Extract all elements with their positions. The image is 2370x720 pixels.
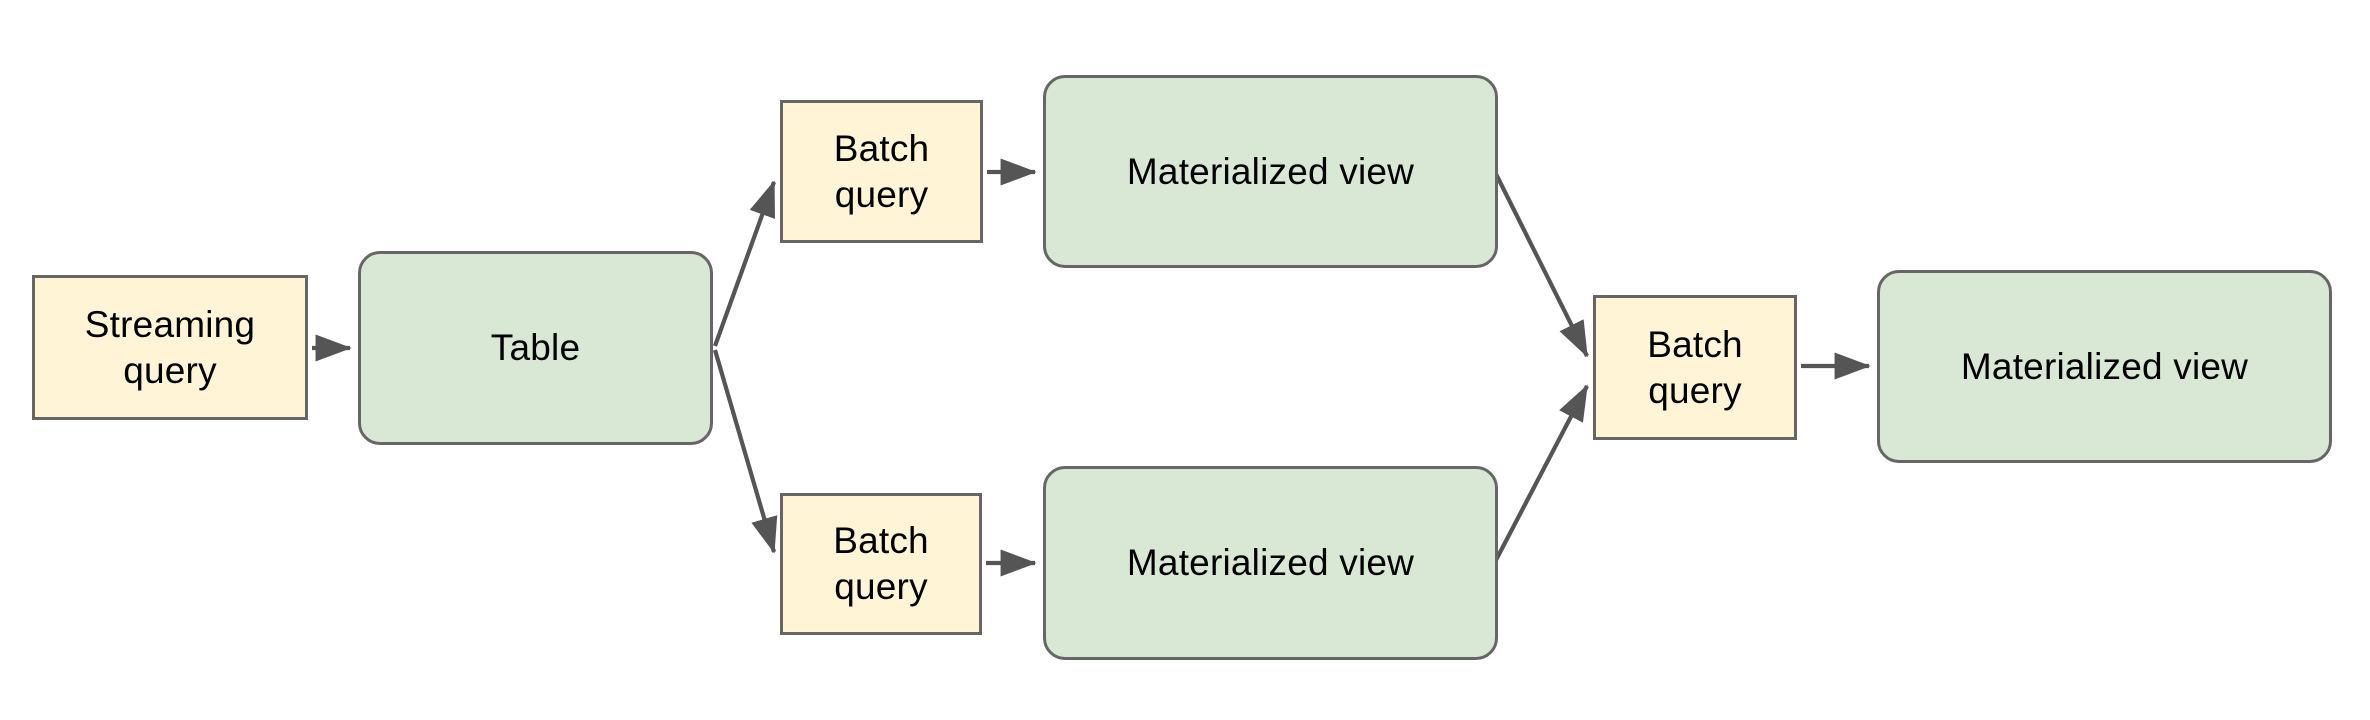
node-materialized-view-bottom[interactable]: Materialized view (1043, 466, 1498, 660)
edge-materialized-view-top-to-batch-query-center (1494, 173, 1589, 358)
edge-table-to-batch-query-bottom (712, 349, 778, 554)
node-batch-query-top[interactable]: Batch query (780, 100, 983, 243)
node-streaming-query[interactable]: Streaming query (32, 275, 308, 420)
node-label-materialized-view-right: Materialized view (1960, 345, 2249, 387)
node-label-streaming-query: Streaming query (84, 303, 256, 391)
node-label-batch-query-bottom: Batch query (833, 520, 929, 607)
edge-materialized-view-bottom-to-batch-query-center (1494, 384, 1589, 561)
node-materialized-view-top[interactable]: Materialized view (1043, 75, 1498, 268)
node-label-batch-query-center: Batch query (1647, 323, 1743, 411)
node-batch-query-bottom[interactable]: Batch query (780, 493, 982, 635)
node-label-table: Table (490, 327, 581, 369)
node-batch-query-center[interactable]: Batch query (1593, 295, 1797, 440)
node-table[interactable]: Table (358, 251, 713, 445)
node-label-materialized-view-bottom: Materialized view (1126, 542, 1415, 584)
node-materialized-view-right[interactable]: Materialized view (1877, 270, 2332, 463)
node-label-materialized-view-top: Materialized view (1126, 150, 1415, 192)
node-label-batch-query-top: Batch query (833, 127, 930, 215)
edge-table-to-batch-query-top (713, 180, 776, 347)
